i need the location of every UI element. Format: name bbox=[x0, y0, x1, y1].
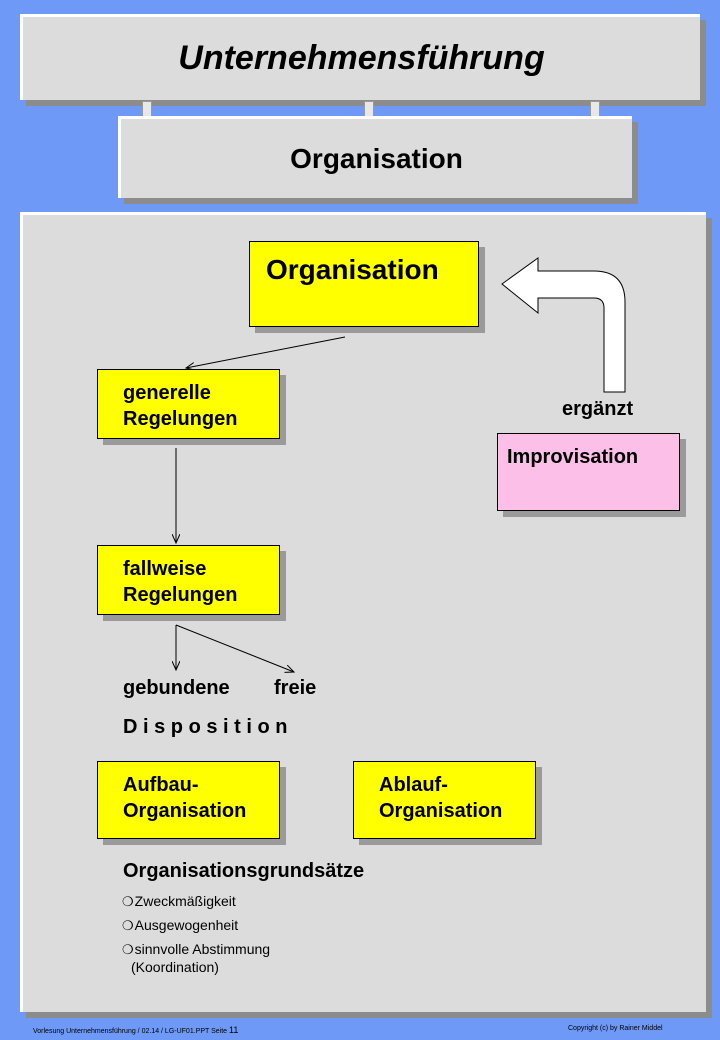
aufbau-organisation-box: Aufbau- Organisation bbox=[97, 761, 280, 839]
aufbau-label-line2: Organisation bbox=[123, 800, 247, 822]
principle-item-label: Ausgewogenheit bbox=[134, 917, 239, 933]
principle-item-label: Zweckmäßigkeit bbox=[134, 893, 236, 909]
improvisation-label: Improvisation bbox=[507, 446, 639, 468]
footer-page-number: 11 bbox=[229, 1025, 239, 1035]
disposition-label: D i s p o s i t i o n bbox=[123, 716, 288, 738]
generelle-regelungen-box: generelle Regelungen bbox=[97, 369, 280, 439]
bullet-icon: ❍ bbox=[122, 943, 134, 958]
bullet-icon: ❍ bbox=[122, 919, 134, 934]
principle-item: ❍Ausgewogenheit bbox=[122, 917, 238, 934]
fallweise-label-line2: Regelungen bbox=[123, 584, 238, 606]
ergaenzt-label: ergänzt bbox=[562, 398, 634, 420]
fallweise-label-line1: fallweise bbox=[123, 558, 207, 580]
principles-heading: Organisationsgrundsätze bbox=[123, 860, 365, 882]
footer-left-text: Vorlesung Unternehmensführung / 02.14 / … bbox=[33, 1028, 228, 1035]
principle-item-label: sinnvolle Abstimmung bbox=[134, 941, 271, 957]
gebundene-label: gebundene bbox=[123, 677, 230, 699]
ablauf-label-line1: Ablauf- bbox=[379, 774, 448, 796]
organisation-box: Organisation bbox=[249, 241, 479, 327]
fallweise-regelungen-box: fallweise Regelungen bbox=[97, 545, 280, 615]
generelle-label-line1: generelle bbox=[123, 382, 211, 404]
ablauf-label-line2: Organisation bbox=[379, 800, 503, 822]
page-subtitle: Organisation bbox=[290, 142, 463, 174]
principle-item: ❍Zweckmäßigkeit bbox=[122, 893, 236, 910]
title-bar: Unternehmensführung bbox=[20, 14, 700, 100]
subtitle-bar: Organisation bbox=[118, 116, 632, 198]
freie-label: freie bbox=[274, 677, 317, 699]
generelle-label-line2: Regelungen bbox=[123, 408, 238, 430]
organisation-box-label: Organisation bbox=[266, 254, 439, 285]
ablauf-organisation-box: Ablauf- Organisation bbox=[353, 761, 536, 839]
aufbau-label-line1: Aufbau- bbox=[123, 774, 199, 796]
improvisation-box: Improvisation bbox=[497, 433, 680, 511]
footer-left: Vorlesung Unternehmensführung / 02.14 / … bbox=[33, 1025, 238, 1035]
footer-copyright: Copyright (c) by Rainer Middel bbox=[568, 1025, 663, 1032]
principle-item: ❍sinnvolle Abstimmung bbox=[122, 941, 270, 958]
principle-item-continuation: (Koordination) bbox=[131, 959, 219, 975]
bullet-icon: ❍ bbox=[122, 895, 134, 910]
page-title: Unternehmensführung bbox=[178, 39, 545, 77]
